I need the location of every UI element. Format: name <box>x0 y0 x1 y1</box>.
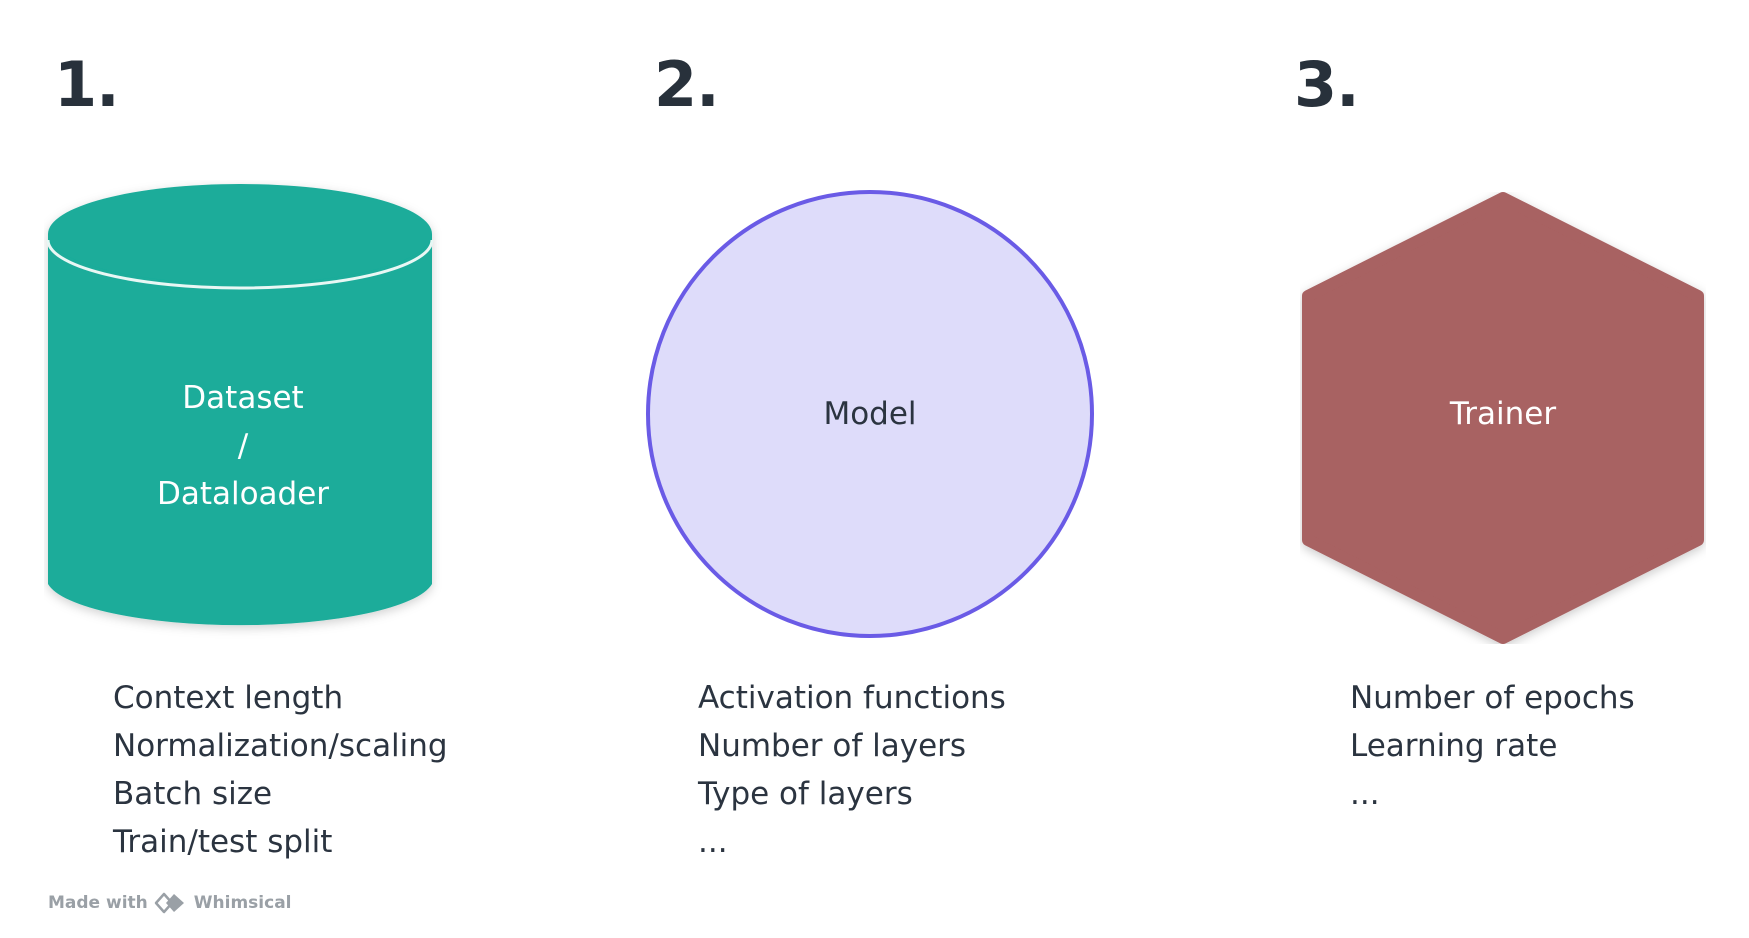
step-3-number: 3. <box>1294 48 1360 121</box>
trainer-hexagon-shape <box>1302 192 1704 644</box>
trainer-param-item: ... <box>1350 776 1380 812</box>
dataset-param-item: Train/test split <box>113 824 333 860</box>
trainer-params-list: Number of epochs Learning rate ... <box>1350 674 1635 818</box>
dataset-cylinder-shape <box>46 184 434 626</box>
made-with-whimsical-footer[interactable]: Made with Whimsical <box>48 889 292 917</box>
model-label: Model <box>644 390 1096 438</box>
step-1-number: 1. <box>54 48 120 121</box>
dataset-params-list: Context length Normalization/scaling Bat… <box>113 674 448 866</box>
cylinder-top <box>48 184 432 284</box>
made-with-text: Made with <box>48 893 148 913</box>
model-circle <box>646 190 1094 638</box>
model-params-list: Activation functions Number of layers Ty… <box>698 674 1006 866</box>
model-label-line-1: Model <box>823 396 917 432</box>
dataset-label: Dataset / Dataloader <box>44 374 442 518</box>
whimsical-brand-text: Whimsical <box>193 893 292 913</box>
model-param-item: Number of layers <box>698 728 967 764</box>
dataset-label-line-2: / <box>237 428 249 464</box>
trainer-hexagon <box>1302 192 1704 644</box>
cylinder-rim-line <box>46 239 434 290</box>
dataset-label-line-1: Dataset <box>182 380 304 416</box>
trainer-label: Trainer <box>1300 390 1706 438</box>
dataset-param-item: Normalization/scaling <box>113 728 448 764</box>
dataset-label-line-3: Dataloader <box>156 476 330 512</box>
model-param-item: Activation functions <box>698 680 1006 716</box>
trainer-param-item: Learning rate <box>1350 728 1558 764</box>
model-param-item: Type of layers <box>698 776 913 812</box>
dataset-param-item: Batch size <box>113 776 273 812</box>
step-2-number: 2. <box>654 48 720 121</box>
cylinder-body <box>48 234 432 626</box>
trainer-param-item: Number of epochs <box>1350 680 1635 716</box>
model-param-item: ... <box>698 824 728 860</box>
trainer-label-line-1: Trainer <box>1449 396 1557 432</box>
model-circle-shape <box>646 190 1094 638</box>
whimsical-logo-icon <box>154 892 184 914</box>
dataset-param-item: Context length <box>113 680 344 716</box>
